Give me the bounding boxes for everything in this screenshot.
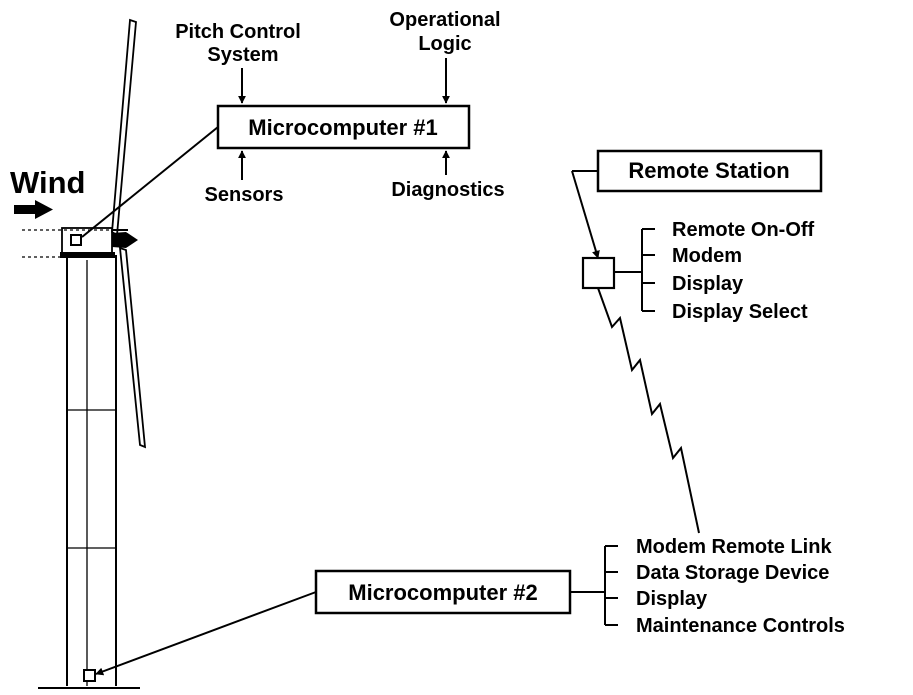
operational-logic-label-line1: Operational [389,9,500,31]
operational-logic-label-line2: Logic [418,33,471,55]
remote-station-arrow [571,170,600,259]
remote-station-bracket [641,228,655,312]
mc2-item-maintenance-controls: Maintenance Controls [636,615,845,637]
pitch-control-label-line1: Pitch Control [175,21,301,43]
microcomputer-2-location-marker [83,669,96,682]
microcomputer-2-label: Microcomputer #2 [348,580,538,605]
microcomputer-2-connector [95,591,317,676]
microcomputer-2-bracket [604,545,618,626]
turbine-blades [111,18,147,449]
remote-station-label: Remote Station [628,158,789,183]
remote-item-modem: Modem [672,245,742,267]
turbine-tower [38,255,140,689]
pitch-control-label-line2: System [207,44,278,66]
wind-turbine-illustration [22,18,147,689]
microcomputer-1-label: Microcomputer #1 [248,115,438,140]
microcomputer-1-box [216,104,471,150]
microcomputer-1-connector [81,126,219,238]
microcomputer-1-location-marker [70,234,82,246]
remote-station-box [596,149,823,193]
sensors-label: Sensors [205,184,284,206]
remote-item-display: Display [672,273,744,295]
remote-item-display-select: Display Select [672,301,808,323]
wind-arrow [14,200,53,219]
diagnostics-label: Diagnostics [391,179,504,201]
radio-link-lightning-icon [597,287,700,534]
rotor-hub [112,232,138,248]
wind-label: Wind [10,165,85,200]
mc2-item-data-storage-device: Data Storage Device [636,562,829,584]
mc2-item-display: Display [636,588,708,610]
mc2-item-modem-remote-link: Modem Remote Link [636,536,832,558]
remote-terminal-box [581,256,616,290]
remote-item-remote-on-off: Remote On-Off [672,219,815,241]
turbine-nacelle [22,227,138,258]
